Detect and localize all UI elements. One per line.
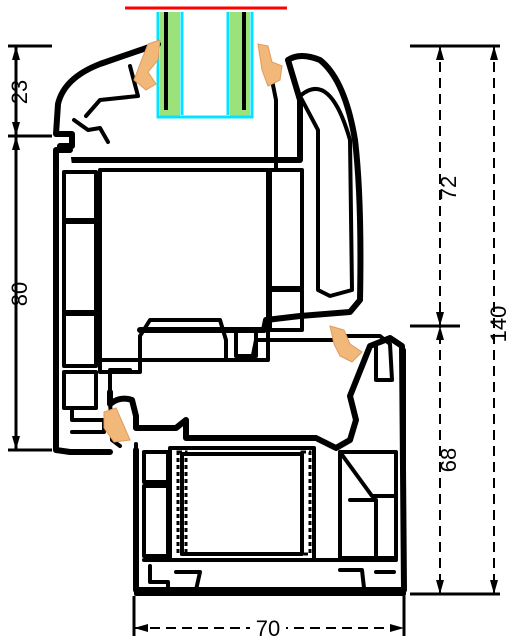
bottom-dimension-lines [132,596,406,638]
sash-profile [53,41,364,455]
seal-frame-left [103,407,131,443]
dim-label-72: 72 [436,176,461,200]
dim-label-23: 23 [7,80,32,104]
glass-edge-outline [156,12,254,119]
seal-glass-right [257,43,283,87]
dim-label-68: 68 [436,448,461,472]
glazing-unit [156,12,254,119]
gasket-seals [103,39,363,443]
dim-label-80: 80 [7,282,32,306]
left-dimension-lines [8,44,52,452]
glass-pane-left [160,12,180,116]
dim-label-140: 140 [486,306,511,343]
right-dimension-lines [410,44,500,596]
seal-glass-left [133,39,161,91]
frame-profile [107,334,407,596]
seal-sash-right [329,325,363,363]
glass-spacer [180,12,230,116]
glass-pane-right [230,12,250,116]
dim-label-70: 70 [256,616,280,641]
